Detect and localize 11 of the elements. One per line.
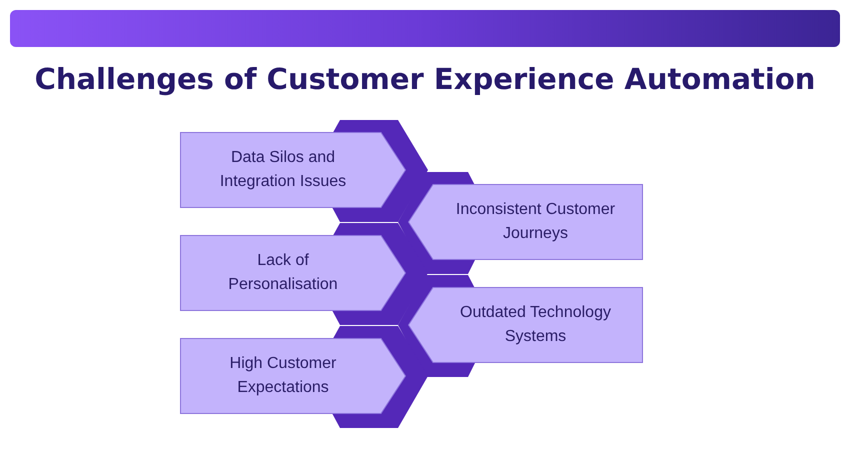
title: Challenges of Customer Experience Automation bbox=[34, 62, 816, 96]
arrow-box bbox=[408, 184, 643, 260]
challenge-label: Lack of Personalisation bbox=[227, 251, 339, 295]
arrow-box bbox=[180, 235, 406, 311]
challenge-label: High Customer Expectations bbox=[228, 354, 338, 398]
challenge-label: Outdated Technology Systems bbox=[459, 303, 612, 347]
arrow-box bbox=[180, 338, 406, 414]
arrow-box bbox=[180, 132, 406, 208]
challenge-label: Inconsistent Customer Journeys bbox=[456, 200, 616, 244]
arrow-box bbox=[408, 287, 643, 363]
challenge-label: Data Silos and Integration Issues bbox=[218, 148, 348, 192]
